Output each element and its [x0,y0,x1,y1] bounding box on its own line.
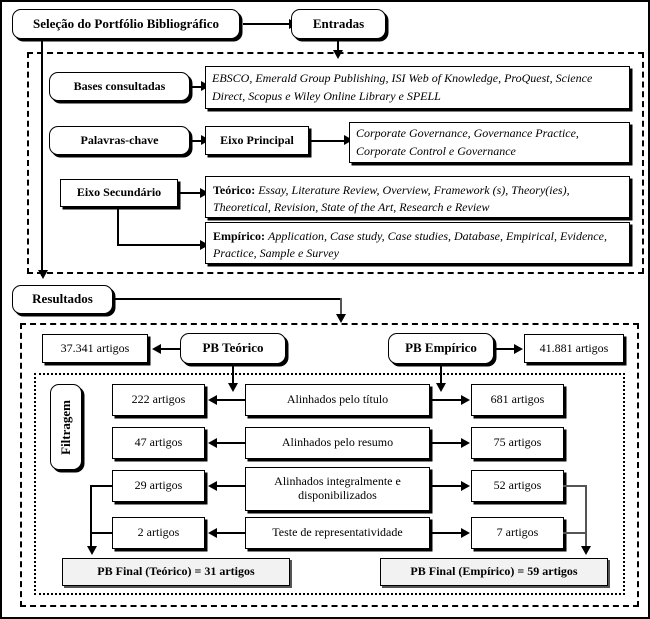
inputs-dashed-container [27,52,644,274]
connector-palavras [191,139,202,142]
teorico-prefix: Teórico: [213,183,256,197]
node-pb-final-teorico: PB Final (Teórico) = 31 artigos [62,558,290,586]
arrowhead-row2-right [461,480,470,491]
connector-pb-empirico-right [496,348,516,350]
connector-eixo-secundario-teorico [179,192,201,194]
filtragem-dotted-container [34,373,625,595]
connector-left-gather-row2 [90,484,113,487]
empirico-prefix: Empírico: [213,229,265,243]
connector-row0-left [215,398,246,401]
empirico-value: Application, Case study, Case studies, D… [213,229,607,261]
connector-resultados-down [340,298,342,317]
connector-row1-left [215,441,246,444]
node-entradas: Entradas [291,9,386,39]
filter-row-left-3: 2 artigos [112,517,205,549]
connector-selecao-resultados [41,39,43,276]
connector-row0-right [432,398,463,401]
value-bases-consultadas: EBSCO, Emerald Group Publishing, ISI Web… [205,66,630,109]
arrowhead-row2-left [208,480,217,491]
connector-right-gather-row3 [563,531,587,534]
connector-row2-left [215,484,246,487]
value-eixo-principal: Corporate Governance, Governance Practic… [349,122,630,163]
connector-left-gather-row3 [90,531,113,534]
connector-pb-empirico-down [440,365,442,387]
connector-eixo-principal [311,139,345,142]
node-pb-final-empirico: PB Final (Empírico) = 59 artigos [380,558,608,586]
filter-row-right-2: 52 artigos [471,470,564,502]
arrowhead-selecao-resultados [37,270,48,279]
arrowhead-pb-empirico-right [514,343,523,354]
filter-row-left-0: 222 artigos [112,384,205,416]
arrowhead-entradas-down [332,50,343,59]
connector-bases [191,85,202,88]
connector-row3-right [432,531,463,534]
arrowhead-row3-right [461,527,470,538]
connector-left-gather-vertical [90,484,92,549]
filter-row-center-3: Teste de representatividade [245,517,430,549]
node-eixo-secundario: Eixo Secundário [60,179,178,207]
count-pb-empirico: 41.881 artigos [524,334,624,363]
node-pb-empirico: PB Empírico [388,333,494,364]
connector-row2-right [432,484,463,487]
node-resultados: Resultados [12,285,113,314]
arrowhead-resultados-down [335,314,346,323]
arrowhead-left-gather-down [86,546,97,555]
connector-pb-teorico-left [159,348,181,350]
filter-row-left-2: 29 artigos [112,470,205,502]
connector-row1-right [432,441,463,444]
arrowhead-pb-teorico-down [227,383,238,392]
value-teorico: Teórico: Essay, Literature Review, Overv… [205,176,630,218]
node-eixo-principal: Eixo Principal [205,126,309,155]
filter-row-center-2: Alinhados integralmente e disponibilizad… [245,467,430,511]
filter-row-left-1: 47 artigos [112,427,205,459]
count-pb-teorico: 37.341 artigos [42,334,148,363]
node-selecao-portfolio: Seleção do Portfólio Bibliográfico [12,9,240,39]
arrowhead-row1-left [208,437,217,448]
results-dashed-container [20,323,639,607]
node-pb-teorico: PB Teórico [180,333,286,364]
node-bases-consultadas: Bases consultadas [49,72,190,101]
arrowhead-empirico [200,239,209,250]
arrowhead-right-gather-down [580,546,591,555]
connector-eixo-secundario-down [117,207,119,245]
arrowhead-pb-teorico-left [152,344,161,354]
connector-resultados-right [115,298,342,300]
arrowhead-teorico [200,187,209,198]
arrowhead-pb-empirico-down [435,383,446,392]
connector-selecao-entradas [243,23,290,25]
connector-row3-left [215,531,246,534]
connector-pb-teorico-down [232,365,234,387]
arrowhead-row3-left [208,527,217,538]
arrowhead-row0-left [208,394,217,405]
teorico-value: Essay, Literature Review, Overview, Fram… [213,183,570,215]
filter-row-right-3: 7 artigos [471,517,564,549]
arrowhead-row1-right [461,437,470,448]
connector-right-gather-vertical [585,484,587,549]
connector-right-gather-row2 [563,484,587,487]
filter-row-right-1: 75 artigos [471,427,564,459]
filter-row-center-0: Alinhados pelo título [245,384,430,416]
filter-row-center-1: Alinhados pelo resumo [245,427,430,459]
value-empirico: Empírico: Application, Case study, Case … [205,222,630,264]
connector-eixo-secundario-empirico [117,244,201,246]
node-palavras-chave: Palavras-chave [49,126,190,155]
filtragem-text: Filtragem [57,399,73,455]
label-filtragem: Filtragem [50,384,82,470]
filter-row-right-0: 681 artigos [471,384,564,416]
arrowhead-eixo-principal [344,135,353,145]
connector-entradas-down [337,40,339,54]
arrowhead-row0-right [461,394,470,405]
